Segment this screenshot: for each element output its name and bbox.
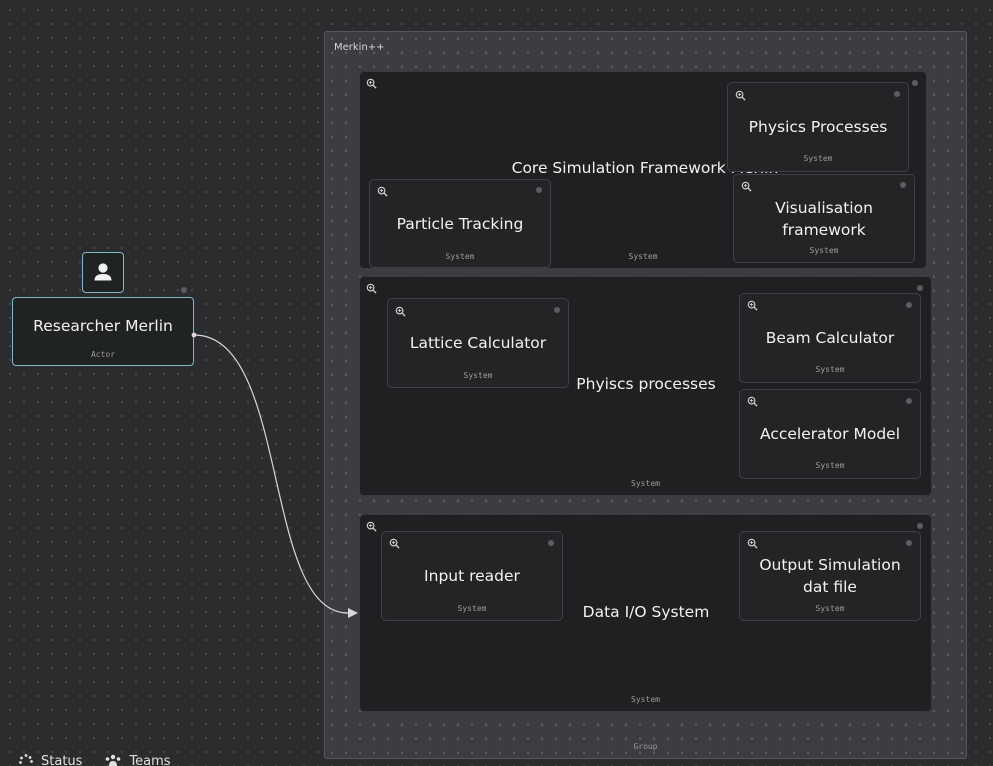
- core-type-label: System: [628, 252, 658, 261]
- status-dot: [548, 540, 554, 546]
- actor-title: Researcher Merlin: [33, 317, 173, 335]
- node-title-line2: dat file: [803, 578, 857, 596]
- person-icon: [94, 263, 112, 281]
- actor-type-label: Actor: [90, 350, 116, 359]
- status-dot: [912, 80, 918, 86]
- status-dot: [900, 182, 906, 188]
- physics-type-label: System: [631, 479, 660, 488]
- node-particle-tracking[interactable]: Particle Tracking System: [369, 179, 551, 268]
- zoom-icon[interactable]: [366, 521, 377, 532]
- actor-person-badge[interactable]: [82, 252, 124, 293]
- zoom-icon[interactable]: [395, 306, 406, 317]
- node-type-label: System: [457, 604, 487, 613]
- status-dot: [917, 523, 923, 529]
- node-type-label: System: [809, 246, 839, 255]
- status-dot: [906, 540, 912, 546]
- group-type-label: Group: [633, 742, 658, 751]
- zoom-icon[interactable]: [366, 78, 377, 89]
- data-io-title: Data I/O System: [582, 603, 710, 621]
- node-type-label: System: [815, 604, 845, 613]
- legend-status[interactable]: Status: [18, 753, 82, 766]
- node-title: Beam Calculator: [765, 329, 895, 347]
- status-dot: [906, 398, 912, 404]
- legend-teams-label: Teams: [129, 753, 171, 766]
- node-type-label: System: [803, 154, 833, 163]
- zoom-icon[interactable]: [741, 181, 752, 192]
- zoom-icon[interactable]: [366, 283, 377, 294]
- node-type-label: System: [815, 461, 845, 470]
- data-io-type-label: System: [631, 695, 660, 704]
- node-beam-calculator[interactable]: Beam Calculator System: [739, 293, 921, 383]
- zoom-icon[interactable]: [735, 90, 746, 101]
- node-title-line1: Output Simulation: [759, 556, 901, 574]
- node-title: Particle Tracking: [396, 215, 524, 233]
- actor-researcher-merlin[interactable]: Researcher Merlin Actor: [12, 297, 194, 366]
- node-title-line2: framework: [782, 221, 866, 239]
- teams-icon: [106, 754, 121, 766]
- node-title: Physics Processes: [748, 118, 888, 136]
- node-type-label: System: [815, 365, 845, 374]
- status-dot: [917, 285, 923, 291]
- legend-bar: Status Teams: [18, 753, 171, 766]
- status-dot: [906, 302, 912, 308]
- status-dot: [181, 287, 187, 293]
- node-physics-processes[interactable]: Physics Processes System: [727, 82, 909, 172]
- zoom-icon[interactable]: [747, 396, 758, 407]
- core-title: Core Simulation Framework Merlin: [511, 159, 779, 177]
- zoom-icon[interactable]: [747, 538, 758, 549]
- node-title-line1: Visualisation: [775, 199, 873, 217]
- node-accelerator-model[interactable]: Accelerator Model System: [739, 389, 921, 479]
- zoom-icon[interactable]: [377, 186, 388, 197]
- node-type-label: System: [463, 371, 493, 380]
- zoom-icon[interactable]: [389, 538, 400, 549]
- legend-teams[interactable]: Teams: [104, 753, 171, 766]
- zoom-icon[interactable]: [747, 300, 758, 311]
- status-spinner-icon: [19, 754, 33, 764]
- node-visualisation-framework[interactable]: Visualisation framework System: [733, 174, 915, 263]
- status-dot: [894, 91, 900, 97]
- node-output-simulation[interactable]: Output Simulation dat file System: [739, 531, 921, 621]
- node-input-reader[interactable]: Input reader System: [381, 531, 563, 621]
- node-lattice-calculator[interactable]: Lattice Calculator System: [387, 298, 569, 388]
- physics-title: Phyiscs processes: [576, 375, 716, 393]
- status-dot: [554, 307, 560, 313]
- legend-status-label: Status: [41, 753, 83, 766]
- group-title: Merkin++: [334, 42, 385, 53]
- node-title: Lattice Calculator: [409, 334, 547, 352]
- node-title: Accelerator Model: [759, 425, 901, 443]
- status-dot: [536, 187, 542, 193]
- node-type-label: System: [445, 252, 475, 261]
- node-title: Input reader: [424, 567, 520, 585]
